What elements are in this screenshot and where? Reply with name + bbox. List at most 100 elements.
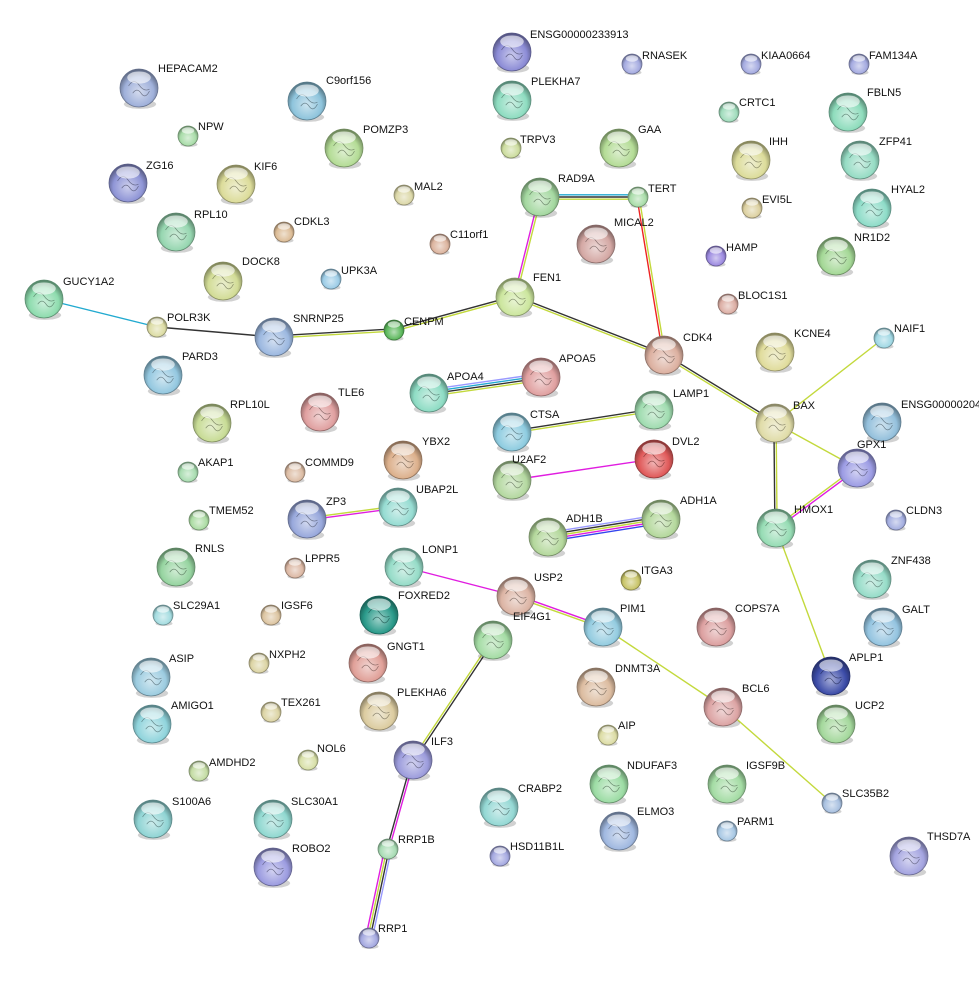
- node-dnmt3a[interactable]: DNMT3A: [576, 663, 661, 708]
- node-fbln5[interactable]: FBLN5: [828, 87, 901, 133]
- node-rnls[interactable]: RNLS: [156, 543, 224, 588]
- node-pomzp3[interactable]: POMZP3: [324, 124, 408, 169]
- edge-cdk4-bax[interactable]: [663, 353, 776, 425]
- edge-tert-cdk4[interactable]: [636, 196, 666, 356]
- node-apoa4[interactable]: APOA4: [409, 371, 484, 414]
- node-galt[interactable]: GALT: [863, 604, 930, 648]
- node-hepacam2[interactable]: HEPACAM2: [119, 63, 218, 109]
- node-ucp2[interactable]: UCP2: [816, 700, 884, 745]
- edge-ctsa-lamp1[interactable]: [511, 408, 655, 434]
- edge-cenpm-fen1[interactable]: [393, 295, 516, 332]
- node-gpx1[interactable]: GPX1: [837, 439, 886, 489]
- edge-gucy1a2-polr3k[interactable]: [43, 298, 158, 328]
- node-dvl2[interactable]: DVL2: [634, 436, 700, 480]
- node-slc30a1[interactable]: SLC30A1: [253, 796, 338, 840]
- node-hmox1[interactable]: HMOX1: [756, 504, 833, 549]
- node-upk3a[interactable]: UPK3A: [320, 265, 378, 290]
- node-igsf6[interactable]: IGSF6: [260, 600, 313, 626]
- node-usp2[interactable]: USP2: [496, 572, 563, 617]
- node-rad9a[interactable]: RAD9A: [520, 173, 595, 218]
- node-asip[interactable]: ASIP: [131, 653, 194, 698]
- edge-snrnp25-cenpm[interactable]: [273, 328, 395, 339]
- node-thsd7a[interactable]: THSD7A: [889, 831, 971, 877]
- node-dock8[interactable]: DOCK8: [203, 256, 280, 302]
- node-polr3k[interactable]: POLR3K: [146, 312, 211, 338]
- node-znf438[interactable]: ZNF438: [852, 555, 931, 600]
- node-slc35b2[interactable]: SLC35B2: [821, 788, 889, 814]
- node-ilf3[interactable]: ILF3: [393, 736, 453, 781]
- node-adh1b[interactable]: ADH1B: [528, 513, 603, 558]
- node-ndufaf3[interactable]: NDUFAF3: [589, 760, 677, 805]
- node-plekha7[interactable]: PLEKHA7: [492, 76, 581, 121]
- edge-bcl6-slc35b2[interactable]: [722, 706, 833, 804]
- node-kiaa0664[interactable]: KIAA0664: [740, 50, 811, 75]
- node-kcne4[interactable]: KCNE4: [755, 328, 831, 373]
- node-tle6[interactable]: TLE6: [300, 387, 364, 433]
- node-aplp1[interactable]: APLP1: [811, 652, 883, 697]
- node-hamp[interactable]: HAMP: [705, 242, 758, 267]
- node-robo2[interactable]: ROBO2: [253, 843, 331, 888]
- node-slc29a1[interactable]: SLC29A1: [152, 600, 220, 626]
- node-commd9[interactable]: COMMD9: [284, 457, 354, 483]
- node-fen1[interactable]: FEN1: [495, 272, 561, 318]
- edge-rrp1b-rrp1[interactable]: [365, 848, 392, 939]
- node-ihh[interactable]: IHH: [731, 136, 788, 181]
- node-bax[interactable]: BAX: [755, 400, 816, 444]
- node-rrp1b[interactable]: RRP1B: [377, 834, 435, 860]
- node-cenpm[interactable]: CENPM: [383, 316, 444, 341]
- node-tmem52[interactable]: TMEM52: [188, 505, 254, 531]
- node-nr1d2[interactable]: NR1D2: [816, 232, 890, 277]
- node-crabp2[interactable]: CRABP2: [479, 783, 562, 828]
- node-eif4g1[interactable]: EIF4G1: [473, 611, 551, 661]
- node-cdk4[interactable]: CDK4: [644, 332, 712, 376]
- edge-u2af2-dvl2[interactable]: [511, 458, 655, 481]
- node-ubap2l[interactable]: UBAP2L: [378, 484, 458, 528]
- node-amigo1[interactable]: AMIGO1: [132, 700, 214, 745]
- edge-bax-naif1[interactable]: [774, 337, 885, 424]
- node-naif1[interactable]: NAIF1: [873, 323, 925, 349]
- node-evi5l[interactable]: EVI5L: [741, 194, 792, 219]
- node-snrnp25[interactable]: SNRNP25: [254, 313, 344, 358]
- node-ensg00000233913[interactable]: ENSG00000233913: [492, 29, 628, 73]
- node-hsd11b1l[interactable]: HSD11B1L: [489, 841, 564, 867]
- node-rpl10l[interactable]: RPL10L: [192, 399, 270, 444]
- node-trpv3[interactable]: TRPV3: [500, 134, 555, 159]
- node-pim1[interactable]: PIM1: [583, 603, 646, 648]
- node-zg16[interactable]: ZG16: [108, 160, 174, 204]
- node-foxred2[interactable]: FOXRED2: [359, 590, 450, 636]
- node-cops7a[interactable]: COPS7A: [696, 603, 780, 648]
- node-bloc1s1[interactable]: BLOC1S1: [717, 290, 788, 315]
- node-rpl10[interactable]: RPL10: [156, 209, 228, 253]
- edge-pim1-bcl6[interactable]: [602, 626, 724, 708]
- node-ensg00000204[interactable]: ENSG00000204: [862, 399, 979, 443]
- node-plekha6[interactable]: PLEKHA6: [359, 687, 447, 732]
- node-mical2[interactable]: MICAL2: [576, 217, 654, 265]
- node-gucy1a2[interactable]: GUCY1A2: [24, 276, 114, 320]
- node-zp3[interactable]: ZP3: [287, 496, 346, 540]
- node-lonp1[interactable]: LONP1: [384, 544, 458, 588]
- edge-hmox1-aplp1[interactable]: [775, 527, 832, 677]
- node-igsf9b[interactable]: IGSF9B: [707, 760, 785, 805]
- node-ybx2[interactable]: YBX2: [383, 436, 450, 481]
- node-npw[interactable]: NPW: [177, 121, 224, 147]
- node-aip[interactable]: AIP: [597, 720, 636, 746]
- node-u2af2[interactable]: U2AF2: [492, 454, 546, 501]
- node-adh1a[interactable]: ADH1A: [641, 495, 717, 540]
- node-tert[interactable]: TERT: [627, 183, 677, 208]
- node-hyal2[interactable]: HYAL2: [852, 184, 925, 229]
- node-pard3[interactable]: PARD3: [143, 351, 218, 396]
- node-s100a6[interactable]: S100A6: [133, 796, 211, 840]
- node-elmo3[interactable]: ELMO3: [599, 806, 674, 852]
- edge-fen1-cdk4[interactable]: [514, 295, 665, 357]
- node-fam134a[interactable]: FAM134A: [848, 50, 918, 75]
- node-crtc1[interactable]: CRTC1: [718, 97, 775, 123]
- node-lamp1[interactable]: LAMP1: [634, 388, 709, 431]
- edge-polr3k-snrnp25[interactable]: [156, 326, 275, 338]
- node-ctsa[interactable]: CTSA: [492, 409, 560, 453]
- node-nol6[interactable]: NOL6: [297, 743, 346, 771]
- node-apoa5[interactable]: APOA5: [521, 353, 596, 398]
- node-bcl6[interactable]: BCL6: [703, 683, 770, 728]
- edge-eif4g1-ilf3[interactable]: [411, 639, 495, 761]
- node-rrp1[interactable]: RRP1: [358, 923, 407, 949]
- node-tex261[interactable]: TEX261: [260, 697, 321, 723]
